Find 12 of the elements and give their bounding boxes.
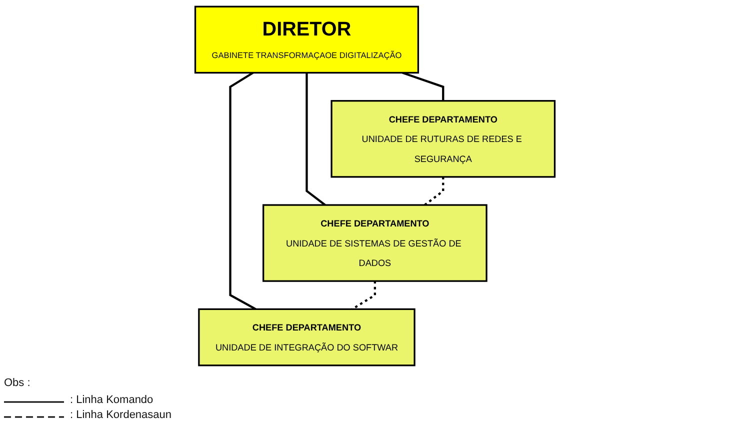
connector-line xyxy=(229,72,256,310)
connector-line xyxy=(402,72,444,101)
department-box: CHEFE DEPARTAMENTO UNIDADE DE INTEGRAÇÃO DO SOFTWAR xyxy=(198,308,416,366)
department-box: CHEFE DEPARTAMENTO UNIDADE DE SISTEMAS DE GESTÃO DE DADOS xyxy=(262,204,488,282)
dotted-connector xyxy=(424,176,444,206)
legend-text: : Linha Kordenasaun xyxy=(70,409,172,421)
note-label: Obs : xyxy=(4,377,30,389)
dotted-connector xyxy=(352,281,376,310)
legend-text: : Linha Komando xyxy=(70,394,154,406)
department-box: DIRETOR GABINETE TRANSFORMAÇAOE DIGITALIZAÇÃO xyxy=(194,6,420,74)
department-box: CHEFE DEPARTAMENTO UNIDADE DE RUTURAS DE REDES E SEGURANÇA xyxy=(330,100,556,178)
connector-line xyxy=(306,72,326,206)
